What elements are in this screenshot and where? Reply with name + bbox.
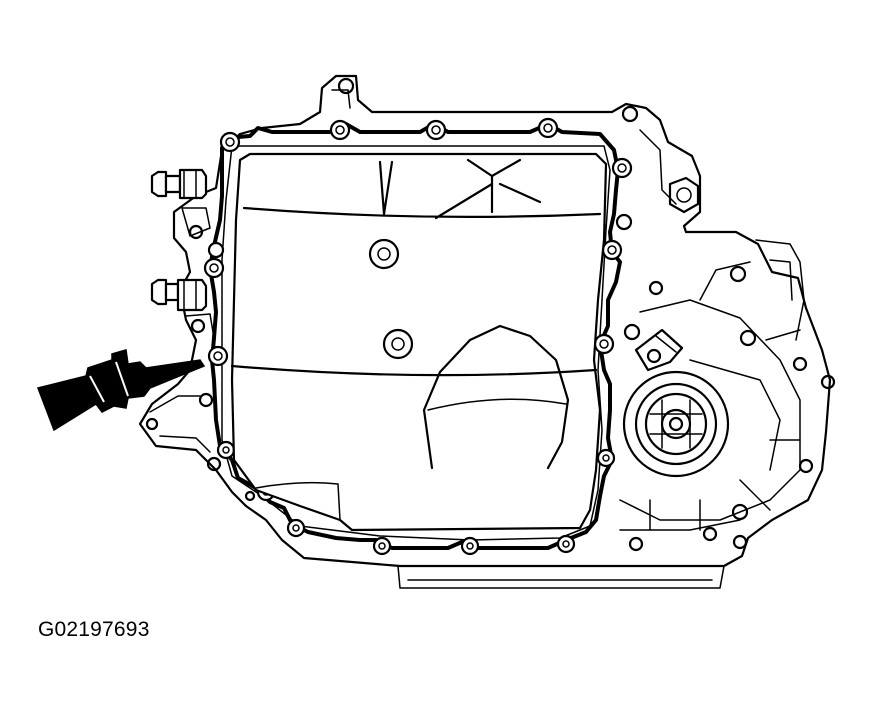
pan-bolt: [601, 239, 623, 261]
bolt-boss: [623, 323, 641, 341]
bolt-boss: [732, 534, 748, 550]
oil-pan: [230, 152, 608, 532]
bolt-boss: [190, 318, 206, 334]
cooler-line-fitting-upper: [150, 168, 208, 200]
case-sensor: [634, 328, 684, 372]
bolt-boss: [739, 329, 757, 347]
bolt-boss: [729, 265, 747, 283]
bolt-boss: [337, 77, 355, 95]
pan-bolt: [425, 119, 447, 141]
bolt-boss: [198, 392, 214, 408]
figure-reference-code: G02197693: [38, 618, 150, 641]
pan-boss: [368, 238, 400, 270]
pan-boss: [382, 328, 414, 360]
bolt-boss: [615, 213, 633, 231]
cooler-line-fitting-lower: [150, 278, 208, 312]
pan-bolt: [596, 448, 616, 468]
axle-seal: [622, 370, 730, 478]
bolt-boss: [145, 417, 159, 431]
bolt-boss: [206, 456, 222, 472]
bolt-boss: [188, 224, 204, 240]
bolt-boss: [628, 536, 644, 552]
pan-bolt: [286, 518, 306, 538]
pan-bolt: [593, 333, 615, 355]
pan-bolt: [207, 345, 229, 367]
bolt-boss: [820, 374, 836, 390]
bolt-boss: [702, 526, 718, 542]
bolt-boss: [244, 490, 256, 502]
pan-bolt: [611, 157, 633, 179]
pointer-arrow: [36, 349, 206, 432]
pan-bolt: [460, 536, 480, 556]
pan-bolt: [556, 534, 576, 554]
pan-bolt: [203, 257, 225, 279]
bolt-boss: [731, 503, 749, 521]
bolt-boss: [798, 458, 814, 474]
pan-bolt: [207, 241, 225, 259]
pan-bolt: [537, 117, 559, 139]
pan-bolt: [219, 131, 241, 153]
pan-bolt: [216, 440, 236, 460]
oil-pan-bolts: [203, 117, 633, 556]
pan-bolt: [372, 536, 392, 556]
bolt-boss: [648, 280, 664, 296]
case-hex-plug: [668, 176, 700, 214]
transaxle-case: [138, 74, 832, 589]
bolt-boss: [792, 356, 808, 372]
bolt-boss: [621, 105, 639, 123]
pan-bolt: [329, 119, 351, 141]
